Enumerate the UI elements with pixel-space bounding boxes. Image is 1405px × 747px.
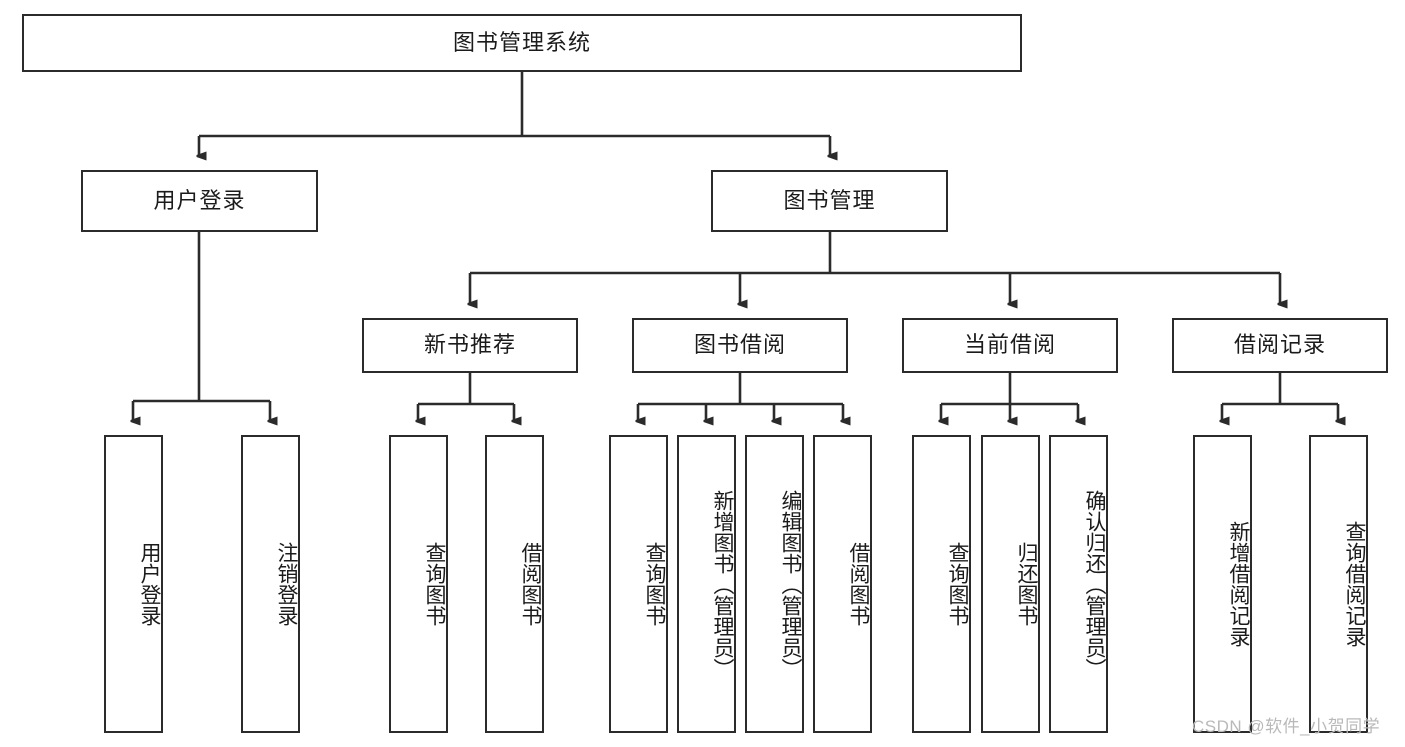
leaf-current-borrow-query[interactable]: 查询图书: [912, 435, 971, 733]
leaf-current-borrow-return[interactable]: 归还图书: [981, 435, 1040, 733]
leaf-new-book-query[interactable]: 查询图书: [389, 435, 448, 733]
leaf-book-borrow-borrow[interactable]: 借阅图书: [813, 435, 872, 733]
node-label: 借阅记录: [1233, 332, 1326, 358]
node-label: 注销登录: [275, 542, 298, 626]
leaf-book-borrow-edit[interactable]: 编辑图书（管理员）: [745, 435, 804, 733]
leaf-new-book-borrow[interactable]: 借阅图书: [485, 435, 544, 733]
csdn-watermark: CSDN @软件_小贺同学: [1192, 717, 1381, 736]
node-label: 查询图书: [946, 542, 969, 626]
node-label: 新增借阅记录: [1227, 521, 1250, 647]
node-label: 查询图书: [423, 542, 446, 626]
node-label: 归还图书: [1015, 542, 1038, 626]
leaf-current-borrow-confirm-return[interactable]: 确认归还（管理员）: [1049, 435, 1108, 733]
node-label: 图书管理: [783, 187, 876, 213]
node-label: 编辑图书（管理员）: [779, 489, 802, 679]
node-label: 查询借阅记录: [1343, 521, 1366, 647]
leaf-book-borrow-query[interactable]: 查询图书: [609, 435, 668, 733]
leaf-borrow-record-add[interactable]: 新增借阅记录: [1193, 435, 1252, 733]
node-label: 查询图书: [643, 542, 666, 626]
node-current-borrow[interactable]: 当前借阅: [902, 318, 1118, 373]
leaf-user-login-logout[interactable]: 注销登录: [241, 435, 300, 733]
node-root-book-management-system[interactable]: 图书管理系统: [22, 14, 1022, 72]
node-label: 图书借阅: [693, 332, 786, 358]
node-label: 借阅图书: [847, 542, 870, 626]
node-borrow-record[interactable]: 借阅记录: [1172, 318, 1388, 373]
leaf-user-login-login[interactable]: 用户登录: [104, 435, 163, 733]
node-label: 借阅图书: [519, 542, 542, 626]
leaf-book-borrow-add[interactable]: 新增图书（管理员）: [677, 435, 736, 733]
node-user-login[interactable]: 用户登录: [81, 170, 318, 232]
node-book-borrow[interactable]: 图书借阅: [632, 318, 848, 373]
node-label: 用户登录: [138, 542, 161, 626]
node-label: 确认归还（管理员）: [1083, 489, 1106, 679]
node-label: 用户登录: [153, 187, 246, 213]
node-label: 图书管理系统: [452, 29, 591, 55]
node-label: 新书推荐: [423, 332, 516, 358]
leaf-borrow-record-query[interactable]: 查询借阅记录: [1309, 435, 1368, 733]
node-label: 新增图书（管理员）: [711, 489, 734, 679]
node-new-book-recommend[interactable]: 新书推荐: [362, 318, 578, 373]
node-label: 当前借阅: [963, 332, 1056, 358]
node-book-management[interactable]: 图书管理: [711, 170, 948, 232]
